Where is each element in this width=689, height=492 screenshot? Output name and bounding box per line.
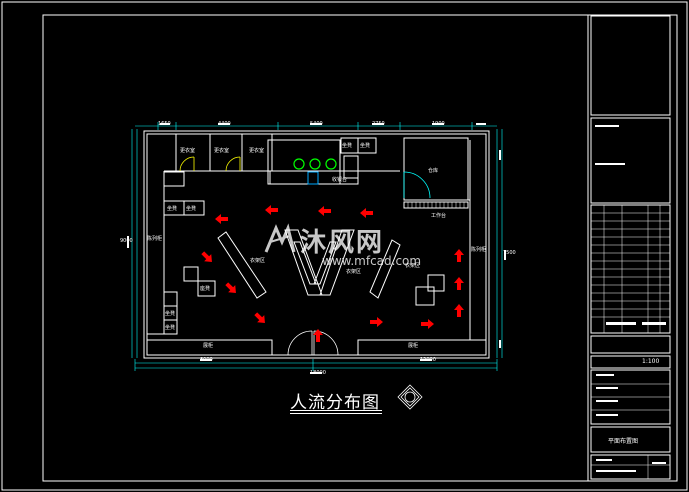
flow-arrow-icon <box>370 317 383 327</box>
shelf-label-6: 坐凳 <box>360 143 371 149</box>
workbench-grille <box>407 202 465 208</box>
wall-display-label-left: 陈列柜 <box>147 236 163 242</box>
shelf-label-3: 坐凳 <box>165 311 176 317</box>
north-compass-icon <box>397 384 423 410</box>
cashier-chair <box>307 171 319 185</box>
center-rack-label-1: 衣架区 <box>250 258 266 264</box>
center-rack-label-2: 衣架区 <box>346 269 362 275</box>
caption-underline <box>290 410 382 411</box>
shelf-label-1: 坐凳 <box>167 206 178 212</box>
dim-right: 7500 <box>503 250 516 256</box>
storage-label: 仓库 <box>428 168 439 174</box>
stool-label: 座凳 <box>200 286 211 292</box>
flow-arrow-icon <box>215 214 228 224</box>
shelf-label-5: 坐凳 <box>342 143 353 149</box>
title-block <box>587 15 671 481</box>
center-racks <box>217 229 401 299</box>
title-block-marks <box>595 125 666 472</box>
dim-left: 9000 <box>120 238 133 244</box>
flow-arrow-icon <box>360 208 373 218</box>
wall-display-label-right: 陈列柜 <box>471 247 487 253</box>
dim-total: 18000 <box>310 370 326 376</box>
shelf-label-2: 坐凳 <box>186 206 197 212</box>
dim-top-2: 4400 <box>218 121 231 127</box>
diagram-caption: 人流分布图 <box>290 393 380 413</box>
watermark-url: www.mfcad.com <box>322 254 422 268</box>
dim-bottom-2: 12000 <box>420 357 436 363</box>
title-block-table <box>591 205 670 479</box>
walls <box>143 130 490 359</box>
flow-arrow-icon <box>454 249 464 262</box>
cashier-label: 收银台 <box>332 177 348 183</box>
flow-arrow-icon <box>454 277 464 290</box>
flow-arrows <box>201 205 464 342</box>
dim-top-3: 5400 <box>310 121 323 127</box>
center-rack-label-3: 衣架区 <box>405 263 421 269</box>
flow-arrow-icon <box>421 319 434 329</box>
plants <box>293 158 337 170</box>
fitting-room-label-3: 更衣室 <box>249 148 265 154</box>
fitting-room-label-1: 更衣室 <box>180 148 196 154</box>
dim-bottom-1: 8000 <box>200 357 213 363</box>
flow-arrow-icon <box>313 329 323 342</box>
watermark-logo-icon <box>264 223 296 253</box>
dimension-ticks <box>127 123 506 374</box>
flow-arrow-icon <box>201 251 212 262</box>
fitting-room-label-2: 更衣室 <box>214 148 230 154</box>
display-label-right: 展柜 <box>408 343 419 349</box>
display-boxes <box>183 266 445 306</box>
display-label-left: 展柜 <box>203 343 214 349</box>
dim-top-4: 2750 <box>372 121 385 127</box>
flow-arrow-icon <box>254 312 265 323</box>
shelf-label-4: 坐凳 <box>165 325 176 331</box>
workbench-label: 工作台 <box>431 213 447 219</box>
caption-underline-double <box>290 413 382 414</box>
flow-arrow-icon <box>265 205 278 215</box>
drawing-frame <box>42 14 678 482</box>
watermark-text: 沐风网 <box>300 228 385 258</box>
dim-top-5: 1900 <box>432 121 445 127</box>
dimension-lines <box>131 122 503 371</box>
flow-arrow-icon <box>225 282 236 293</box>
flow-arrow-icon <box>318 206 331 216</box>
scale-label: 1:100 <box>642 358 660 365</box>
plan-name-label: 平面布置图 <box>608 438 639 445</box>
dim-top-1: 1650 <box>158 121 171 127</box>
flow-arrow-icon <box>454 304 464 317</box>
